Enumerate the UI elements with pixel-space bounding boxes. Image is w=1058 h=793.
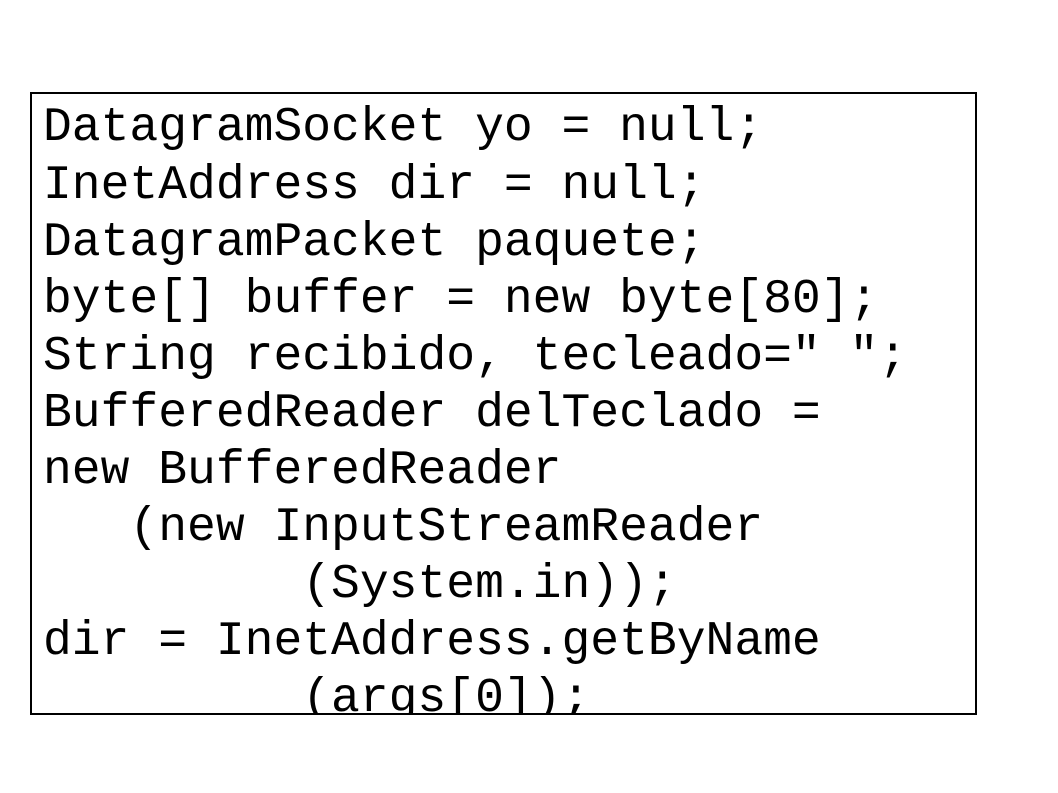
code-line: new BufferedReader xyxy=(43,444,562,498)
code-line: DatagramSocket yo = null; xyxy=(43,101,764,155)
code-line: byte[] buffer = new byte[80]; xyxy=(43,273,879,327)
code-line: BufferedReader delTeclado = xyxy=(43,387,821,441)
code-line: (new InputStreamReader xyxy=(43,501,764,555)
code-line: dir = InetAddress.getByName xyxy=(43,615,821,669)
code-snippet-box: DatagramSocket yo = null; InetAddress di… xyxy=(30,92,977,715)
code-line: InetAddress dir = null; xyxy=(43,159,706,213)
code-line: String recibido, tecleado=" "; xyxy=(43,330,908,384)
code-line: (System.in)); xyxy=(43,558,677,612)
code-line: (args[0]); xyxy=(43,672,591,715)
code-line: DatagramPacket paquete; xyxy=(43,216,706,270)
